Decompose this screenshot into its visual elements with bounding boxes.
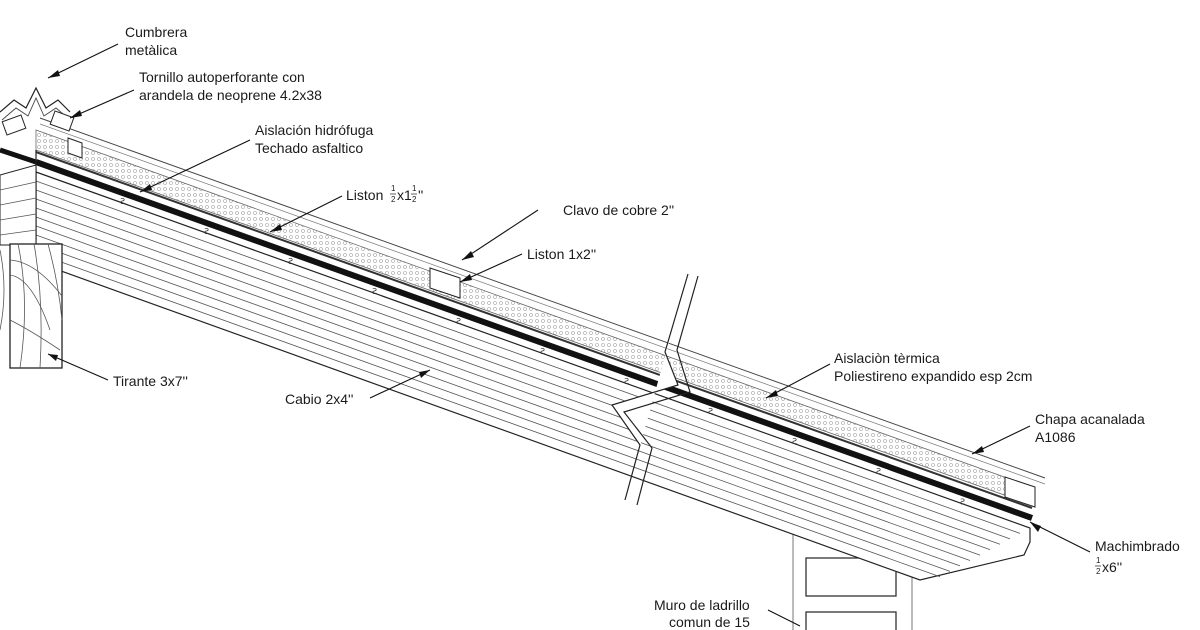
label-aislacion-termica-1: Aislaciòn tèrmica bbox=[834, 350, 940, 366]
label-chapa-1: Chapa acanalada bbox=[1035, 411, 1145, 427]
label-chapa-2: A1086 bbox=[1035, 429, 1076, 445]
liston-1x2-block bbox=[67, 137, 1036, 508]
nail-marker: Ƨ bbox=[540, 347, 545, 356]
break-line bbox=[611, 273, 699, 506]
frac-den-3: 2 bbox=[1096, 567, 1101, 576]
nail-marker: Ƨ bbox=[792, 437, 797, 446]
label-cumbrera-2: metàlica bbox=[125, 42, 177, 58]
label-cumbrera-1: Cumbrera bbox=[125, 24, 187, 40]
roof-layers: Ƨ Ƨ Ƨ Ƨ Ƨ Ƨ Ƨ Ƨ Ƨ Ƨ Ƨ bbox=[34, 117, 1046, 521]
frac-num-1: 1 bbox=[391, 184, 396, 193]
waterproofing-membrane bbox=[35, 151, 1033, 509]
machimbrado-board bbox=[34, 159, 1034, 521]
wood-grain-line bbox=[35, 180, 1021, 534]
wood-grain-line bbox=[35, 207, 991, 551]
nail-marker: Ƨ bbox=[456, 317, 461, 326]
rafter-cabio bbox=[35, 171, 1031, 581]
frac-num-2: 1 bbox=[412, 184, 417, 193]
label-aislacion-hidrofuga-2: Techado asfaltico bbox=[255, 140, 363, 156]
label-clavo: Clavo de cobre 2'' bbox=[563, 202, 674, 218]
label-machimbrado-2: x6'' bbox=[1102, 559, 1122, 575]
nail-marker: Ƨ bbox=[624, 377, 629, 386]
leader-lines bbox=[47, 43, 1091, 627]
frac-den-1: 2 bbox=[391, 195, 396, 204]
label-liston-small-suffix: '' bbox=[418, 187, 423, 203]
label-tirante: Tirante 3x7'' bbox=[113, 373, 188, 389]
wood-grain-line bbox=[35, 243, 951, 572]
label-aislacion-hidrofuga-1: Aislación hidrófuga bbox=[255, 122, 374, 138]
left-rafter bbox=[0, 164, 37, 246]
frac-den-2: 2 bbox=[412, 195, 417, 204]
label-muro-2: comun de 15 bbox=[669, 614, 750, 630]
nail-marker: Ƨ bbox=[288, 257, 293, 266]
label-machimbrado-1: Machimbrado bbox=[1095, 538, 1180, 554]
corrugated-sheet bbox=[39, 117, 1046, 479]
nail-marker: Ƨ bbox=[960, 497, 965, 506]
wood-grain-line bbox=[35, 198, 1001, 545]
wood-grain-line bbox=[35, 252, 941, 578]
wood-grain-line bbox=[35, 189, 1011, 540]
label-muro-1: Muro de ladrillo bbox=[654, 597, 750, 613]
nail-marker: Ƨ bbox=[372, 287, 377, 296]
frac-num-3: 1 bbox=[1096, 556, 1101, 565]
nail-marker: Ƨ bbox=[876, 467, 881, 476]
wood-grain-line bbox=[35, 225, 971, 561]
thermal-insulation bbox=[35, 129, 1036, 507]
wood-grain-line bbox=[35, 234, 961, 567]
label-aislacion-termica-2: Poliestireno expandido esp 2cm bbox=[834, 368, 1032, 384]
wood-grain-line bbox=[35, 216, 981, 556]
nail-marker: Ƨ bbox=[120, 197, 125, 206]
label-liston-small-prefix: Liston bbox=[346, 187, 383, 203]
label-cabio: Cabio 2x4'' bbox=[285, 391, 353, 407]
label-tornillo-2: arandela de neoprene 4.2x38 bbox=[139, 87, 322, 103]
label-liston-1x2: Liston 1x2'' bbox=[527, 246, 596, 262]
label-liston-small-x: x1 bbox=[397, 187, 412, 203]
label-tornillo-1: Tornillo autoperforante con bbox=[139, 69, 305, 85]
tirante-section bbox=[0, 243, 63, 369]
nail-marker: Ƨ bbox=[204, 227, 209, 236]
nail-marker: Ƨ bbox=[708, 407, 713, 416]
labels: Cumbrera metàlica Tornillo autoperforant… bbox=[113, 24, 1180, 630]
